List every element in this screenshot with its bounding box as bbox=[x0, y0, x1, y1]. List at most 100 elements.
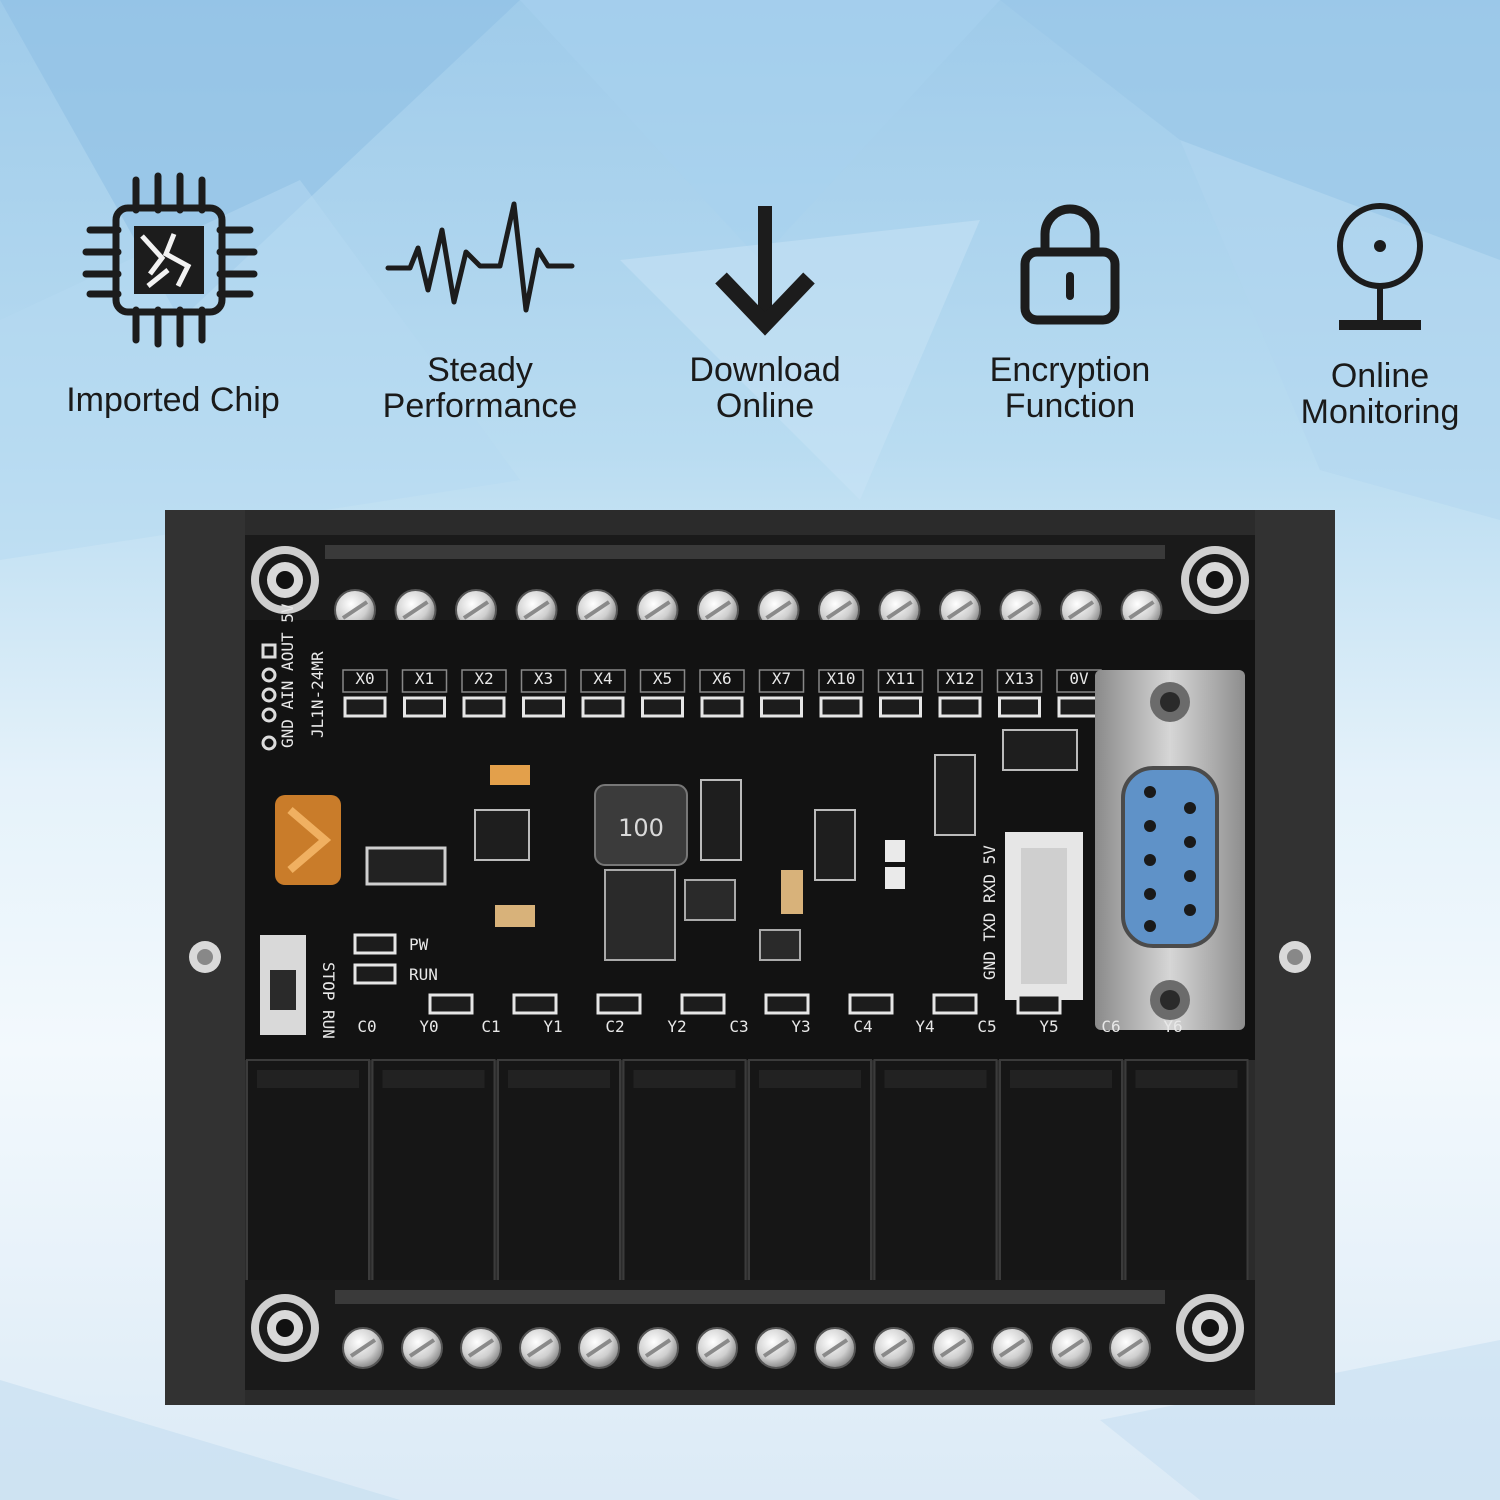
terminal-screw[interactable] bbox=[873, 1327, 915, 1369]
input-terminal-label: X2 bbox=[474, 669, 493, 688]
terminal-screw[interactable] bbox=[696, 1327, 738, 1369]
input-terminal-label: X6 bbox=[712, 669, 731, 688]
feature-label: Steady Performance bbox=[382, 351, 578, 425]
relay bbox=[497, 1059, 621, 1286]
padlock-icon bbox=[1020, 204, 1120, 325]
output-led bbox=[1016, 993, 1062, 1015]
output-terminal-label: Y2 bbox=[667, 1017, 686, 1036]
header-pin-label: GND TXD RXD 5V bbox=[980, 845, 999, 980]
input-led bbox=[700, 696, 744, 718]
terminal-screw[interactable] bbox=[460, 1327, 502, 1369]
output-terminal-label: C6 bbox=[1101, 1017, 1120, 1036]
model-label: JL1N-24MR bbox=[308, 651, 327, 738]
input-led bbox=[998, 696, 1041, 718]
relay bbox=[371, 1059, 496, 1286]
relay-top bbox=[633, 1070, 736, 1088]
corner-ring-br bbox=[1176, 1294, 1244, 1362]
output-terminal-label: C0 bbox=[357, 1017, 376, 1036]
input-led bbox=[403, 696, 446, 718]
terminal-screw[interactable] bbox=[1050, 1327, 1092, 1369]
monitor-stand-icon bbox=[1337, 203, 1423, 330]
relay-top bbox=[508, 1070, 610, 1088]
terminal-screw[interactable] bbox=[401, 1327, 443, 1369]
db9-port[interactable] bbox=[1095, 670, 1245, 1030]
relay bbox=[748, 1059, 872, 1286]
relay-top bbox=[1010, 1070, 1112, 1088]
input-led bbox=[462, 696, 506, 718]
feature-online-monitoring: Online Monitoring bbox=[1250, 170, 1500, 430]
input-terminal-label: X4 bbox=[593, 669, 612, 688]
output-led bbox=[932, 993, 978, 1015]
output-led bbox=[848, 993, 894, 1015]
feature-label: Imported Chip bbox=[66, 381, 280, 419]
input-led bbox=[819, 696, 863, 718]
terminal-screw[interactable] bbox=[342, 1327, 384, 1369]
input-terminal-label: 0V bbox=[1069, 669, 1089, 688]
relay-top bbox=[382, 1070, 485, 1088]
relay bbox=[1124, 1059, 1249, 1286]
inductor-code: 100 bbox=[618, 814, 664, 842]
chip-icon bbox=[82, 172, 258, 348]
input-terminal-label: X10 bbox=[827, 669, 856, 688]
output-terminal-label: Y1 bbox=[543, 1017, 562, 1036]
label-box bbox=[996, 669, 1043, 693]
output-terminal-label: Y6 bbox=[1163, 1017, 1182, 1036]
label-box bbox=[758, 669, 805, 693]
corner-ring-tr bbox=[1181, 546, 1249, 614]
input-terminal-label: X5 bbox=[653, 669, 672, 688]
terminal-screw[interactable] bbox=[519, 1327, 561, 1369]
label-box bbox=[461, 669, 507, 693]
status-leds: PW RUN bbox=[353, 933, 438, 985]
output-terminal-label: C1 bbox=[481, 1017, 500, 1036]
output-led bbox=[680, 993, 726, 1015]
terminal-screw[interactable] bbox=[814, 1327, 856, 1369]
corner-ring-tl bbox=[251, 546, 319, 614]
terminal-screw[interactable] bbox=[755, 1327, 797, 1369]
pcb bbox=[245, 620, 1255, 1060]
pw-label: PW bbox=[409, 935, 429, 954]
input-led bbox=[522, 696, 565, 718]
ic-cluster bbox=[604, 869, 801, 961]
relay-top bbox=[759, 1070, 861, 1088]
relay-top bbox=[257, 1070, 359, 1088]
label-box bbox=[580, 669, 626, 693]
feature-steady-performance: Steady Performance bbox=[350, 170, 610, 424]
terminal-screw[interactable] bbox=[932, 1327, 974, 1369]
corner-ring-bl bbox=[251, 1294, 319, 1362]
terminal-screw[interactable] bbox=[1109, 1327, 1151, 1369]
label-box bbox=[877, 669, 924, 693]
output-terminal-label: C3 bbox=[729, 1017, 748, 1036]
run-label: RUN bbox=[409, 965, 438, 984]
bottom-screws bbox=[342, 1327, 1151, 1369]
left-pins bbox=[261, 643, 277, 751]
label-box bbox=[699, 669, 745, 693]
relay bbox=[246, 1059, 370, 1286]
input-led bbox=[343, 696, 387, 718]
input-led bbox=[581, 696, 625, 718]
terminal-screw[interactable] bbox=[637, 1327, 679, 1369]
label-box bbox=[818, 669, 864, 693]
relay bbox=[873, 1059, 998, 1286]
feature-imported-chip: Imported Chip bbox=[43, 170, 303, 418]
feature-label: Download Online bbox=[689, 351, 841, 425]
output-terminal-label: C2 bbox=[605, 1017, 624, 1036]
terminal-screw[interactable] bbox=[991, 1327, 1033, 1369]
relay bbox=[622, 1059, 747, 1286]
left-pin-label: GND AIN AOUT 5V bbox=[278, 603, 297, 748]
relay-bank bbox=[246, 1059, 1249, 1286]
feature-label: Online Monitoring bbox=[1300, 357, 1460, 431]
diode-d9 bbox=[365, 846, 447, 886]
terminal-screw[interactable] bbox=[578, 1327, 620, 1369]
label-box bbox=[639, 669, 686, 693]
input-led bbox=[938, 696, 982, 718]
label-box bbox=[401, 669, 448, 693]
input-led bbox=[879, 696, 922, 718]
run-stop-switch[interactable]: STOP RUN bbox=[260, 935, 338, 1039]
input-terminal-label: X0 bbox=[355, 669, 374, 688]
input-terminal-label: X12 bbox=[946, 669, 975, 688]
relay bbox=[999, 1059, 1123, 1286]
feature-encryption-function: Encryption Function bbox=[940, 170, 1200, 424]
feature-label: Encryption Function bbox=[989, 351, 1151, 425]
